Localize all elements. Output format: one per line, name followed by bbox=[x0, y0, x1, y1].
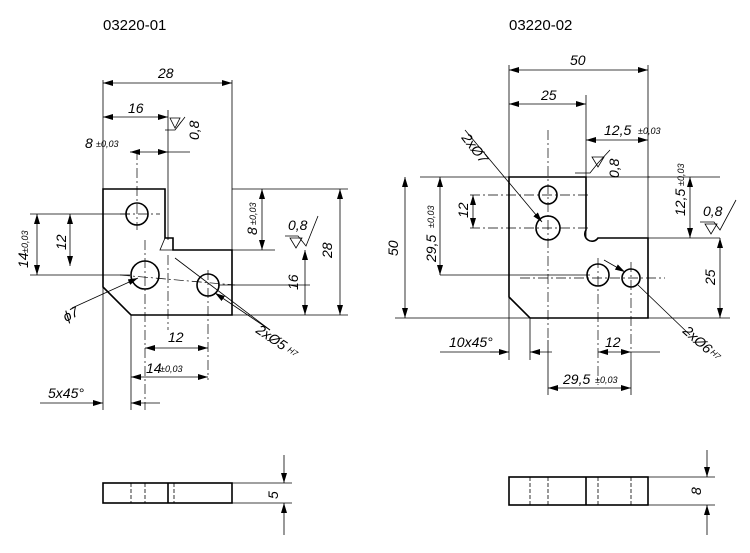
dim-hole-pitch-v-tol: ±0,03 bbox=[20, 231, 30, 253]
dim-notch-depth: 8 bbox=[244, 227, 260, 235]
dim-pin-holes: 2xØ5 bbox=[252, 321, 290, 354]
p2-dim-slot-depth: 12,5 bbox=[672, 189, 688, 216]
dim-hole-dia: ϕ7 bbox=[60, 303, 82, 325]
p2-dim-hole-dia-pair: 2xØ7 bbox=[458, 129, 493, 167]
p2-dim-width-total: 50 bbox=[570, 52, 586, 68]
p2-dim-chamfer: 10x45° bbox=[449, 334, 493, 350]
part1-outline bbox=[102, 188, 233, 316]
part1-notch bbox=[159, 237, 173, 251]
p2-dim-hole-offset-h-tol: ±0,03 bbox=[595, 375, 617, 385]
p2-dim-width-half: 25 bbox=[540, 87, 557, 103]
dim-height-lower: 16 bbox=[285, 274, 301, 290]
p2-dim-thickness: 8 bbox=[688, 487, 704, 495]
p2-dim-slot-offset: 12,5 bbox=[604, 122, 631, 138]
dim-slot-offset: 8 bbox=[85, 135, 93, 151]
part2-outline bbox=[508, 176, 649, 319]
part2-side-view bbox=[508, 476, 649, 506]
part-03220-02: 03220-02 50 25 12,5 ±0,03 2xØ7 bbox=[385, 17, 737, 535]
finish-right: 0,8 bbox=[288, 217, 308, 233]
p2-dim-height-total: 50 bbox=[385, 240, 401, 256]
dim-width-half: 16 bbox=[128, 100, 144, 116]
part-id-03220-01: 03220-01 bbox=[103, 17, 166, 34]
p2-dim-slot-depth-tol: ±0,03 bbox=[676, 164, 686, 186]
p2-dim-hole-pitch-v: 29,5 bbox=[423, 235, 439, 263]
p2-finish-top: 0,8 bbox=[606, 158, 622, 178]
dim-hole-offset-h-tol: ±0,03 bbox=[160, 364, 182, 374]
p2-dim-hole-pitch-h: 12 bbox=[605, 334, 621, 350]
dim-hole-pitch-v: 14 bbox=[15, 252, 31, 268]
dim-hole-offset-h: 14 bbox=[146, 360, 162, 376]
dim-hole-pitch-h: 12 bbox=[168, 329, 184, 345]
dim-thickness: 5 bbox=[265, 491, 281, 499]
dim-notch-depth-tol: ±0,03 bbox=[248, 203, 258, 225]
p2-dim-hole-offset-h: 29,5 bbox=[562, 371, 590, 387]
finish-top: 0,8 bbox=[186, 120, 202, 140]
p2-dim-slot-offset-tol: ±0,03 bbox=[638, 126, 660, 136]
p2-dim-hole-pitch-v-tol: ±0,03 bbox=[426, 206, 436, 228]
p2-finish-right: 0,8 bbox=[703, 203, 723, 219]
dim-width-total: 28 bbox=[157, 65, 174, 81]
dim-hole-gap-v: 12 bbox=[53, 234, 69, 250]
dim-pin-holes-fit: H7 bbox=[286, 345, 300, 358]
p2-dim-height-lower: 25 bbox=[702, 269, 718, 286]
dim-height-total: 28 bbox=[319, 242, 335, 259]
dim-chamfer: 5x45° bbox=[48, 385, 84, 401]
part-03220-01: 03220-01 28 16 8 ±0,03 0,8 bbox=[15, 17, 348, 535]
part-id-03220-02: 03220-02 bbox=[509, 17, 572, 34]
p2-dim-hole-gap-v: 12 bbox=[455, 202, 471, 218]
dim-slot-offset-tol: ±0,03 bbox=[96, 139, 118, 149]
